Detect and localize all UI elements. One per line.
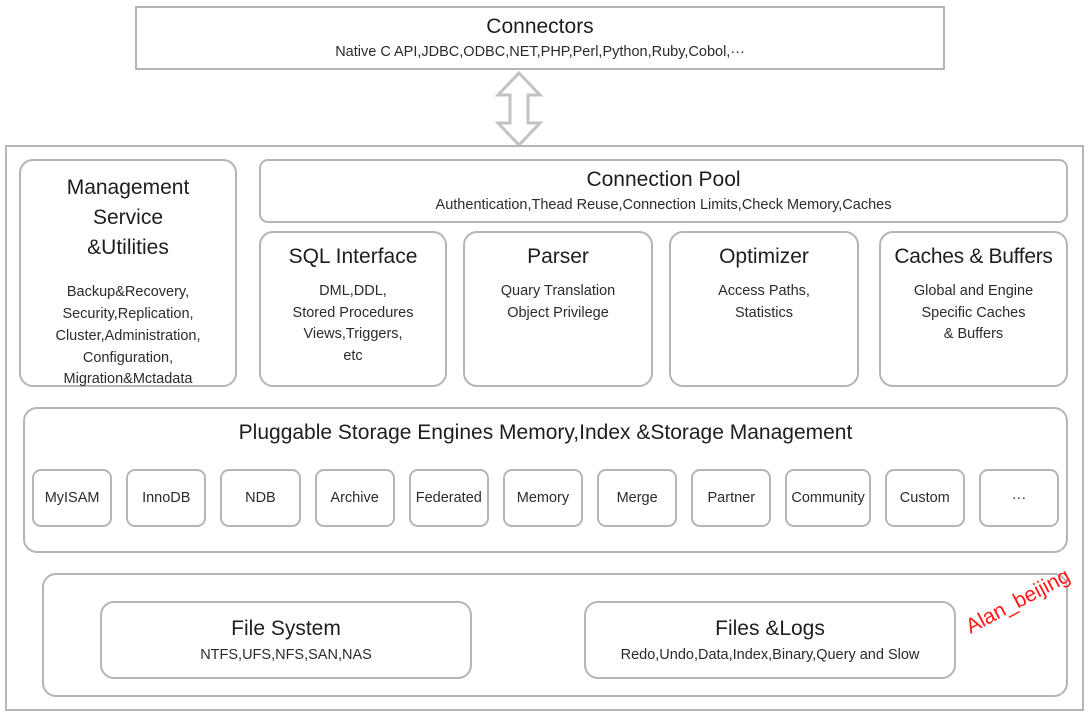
- optimizer-title: Optimizer: [719, 245, 809, 268]
- connectors-subtitle: Native C API,JDBC,ODBC,NET,PHP,Perl,Pyth…: [335, 44, 745, 61]
- management-sub-line-5: Migration&Mctadata: [63, 371, 193, 388]
- connection-pool-subtitle: Authentication,Thead Reuse,Connection Li…: [435, 197, 892, 214]
- files-and-logs-subtitle: Redo,Undo,Data,Index,Binary,Query and Sl…: [620, 646, 920, 663]
- connectors-title: Connectors: [486, 15, 594, 39]
- management-subtitle: Backup&Recovery, Security,Replication, C…: [55, 282, 200, 391]
- pluggable-storage-engines-section: Pluggable Storage Engines Memory,Index &…: [23, 407, 1068, 553]
- engine-box: NDB: [220, 469, 301, 527]
- management-sub-line-1: Backup&Recovery,: [66, 284, 190, 301]
- engine-box: Community: [785, 469, 871, 527]
- storage-engines-title: Pluggable Storage Engines Memory,Index &…: [238, 421, 853, 444]
- connectors-box: Connectors Native C API,JDBC,ODBC,NET,PH…: [135, 6, 945, 70]
- sql-interface-title: SQL Interface: [288, 245, 418, 268]
- storage-engine-row: MyISAM InnoDB NDB Archive Federated Memo…: [32, 469, 1060, 527]
- engine-box: Memory: [502, 469, 584, 527]
- file-system-box: File System NTFS,UFS,NFS,SAN,NAS: [100, 601, 472, 679]
- management-title-line-1: Management: [66, 176, 190, 199]
- file-system-subtitle: NTFS,UFS,NFS,SAN,NAS: [200, 646, 372, 663]
- file-system-title: File System: [231, 616, 341, 640]
- management-sub-line-4: Configuration,: [82, 349, 174, 366]
- engine-box: MyISAM: [32, 469, 113, 527]
- engine-box: Partner: [691, 469, 772, 527]
- management-sub-line-2: Security,Replication,: [62, 306, 194, 323]
- management-service-box: Management Service &Utilities Backup&Rec…: [19, 159, 237, 387]
- files-and-logs-box: Files &Logs Redo,Undo,Data,Index,Binary,…: [584, 601, 956, 679]
- optimizer-subtitle: Access Paths,Statistics: [718, 282, 810, 321]
- double-headed-vertical-arrow-icon: [495, 71, 543, 147]
- engine-box: Federated: [408, 469, 489, 527]
- caches-and-buffers-title: Caches & Buffers: [894, 245, 1053, 268]
- engine-box: Custom: [884, 469, 965, 527]
- file-system-section: File System NTFS,UFS,NFS,SAN,NAS Files &…: [42, 573, 1068, 697]
- management-title-line-3: &Utilities: [87, 235, 169, 259]
- management-title-line-2: Service: [92, 205, 163, 229]
- optimizer-box: Optimizer Access Paths,Statistics: [669, 231, 859, 387]
- connection-pool-box: Connection Pool Authentication,Thead Reu…: [259, 159, 1068, 223]
- engine-box: Merge: [597, 469, 678, 527]
- parser-title: Parser: [527, 245, 589, 268]
- connection-pool-title: Connection Pool: [586, 168, 741, 192]
- files-and-logs-title: Files &Logs: [715, 616, 825, 640]
- management-title: Management Service &Utilities: [67, 173, 190, 262]
- engine-box: InnoDB: [126, 469, 207, 527]
- engine-box: ···: [978, 469, 1060, 527]
- management-sub-line-3: Cluster,Administration,: [55, 327, 201, 344]
- engine-box: Archive: [314, 469, 395, 527]
